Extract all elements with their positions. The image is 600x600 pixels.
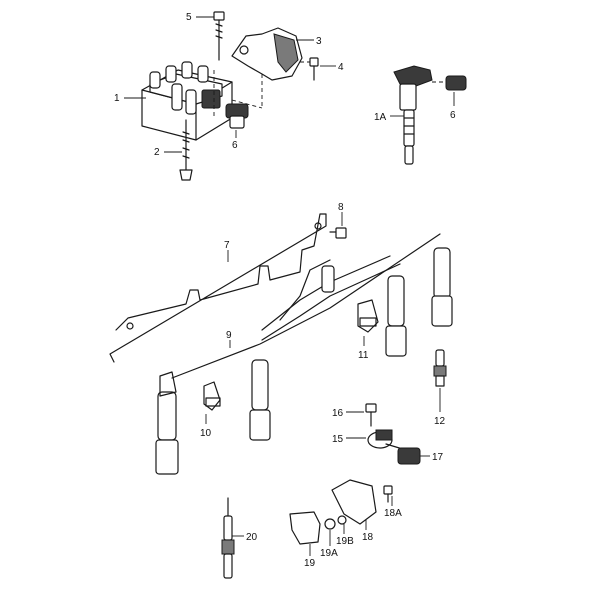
gasket-7 — [109, 213, 327, 363]
bolt-4 — [300, 57, 319, 81]
bolt-5 — [213, 11, 225, 61]
clamp-19 — [289, 511, 321, 545]
connector-17 — [397, 447, 421, 465]
callout-20: 20 — [246, 532, 258, 543]
callout-5: 5 — [186, 12, 192, 23]
callout-3: 3 — [316, 36, 322, 47]
callout-19: 19 — [304, 558, 316, 569]
callout-10: 10 — [200, 428, 212, 439]
bracket-18 — [331, 479, 377, 525]
nut-19B — [337, 515, 347, 525]
spark-plug-12 — [433, 349, 447, 387]
callout-11: 11 — [358, 350, 369, 361]
callout-12: 12 — [434, 416, 446, 427]
bolt-18A — [383, 485, 393, 503]
callout-1: 1 — [114, 93, 120, 104]
bracket-3 — [231, 27, 303, 108]
callout-7: 7 — [224, 240, 230, 251]
callout-1A: 1A — [374, 112, 387, 123]
spark-plug-20 — [221, 497, 235, 579]
callout-16: 16 — [332, 408, 344, 419]
callout-18A: 18A — [384, 508, 402, 519]
callout-15: 15 — [332, 434, 344, 445]
bolt-2 — [179, 119, 193, 181]
cable-holder-11 — [357, 299, 379, 333]
bolt-16 — [365, 403, 377, 427]
leader-lines — [124, 16, 455, 556]
callout-18: 18 — [362, 532, 374, 543]
callout-6-left: 6 — [232, 140, 238, 151]
ignition-coil — [141, 61, 263, 141]
cable-holder-10 — [203, 381, 221, 411]
callout-19B: 19B — [336, 536, 354, 547]
washer-19A — [324, 518, 336, 530]
ignition-cable-set — [155, 233, 453, 475]
callout-8: 8 — [338, 202, 344, 213]
knock-sensor-15 — [367, 429, 407, 451]
callout-2: 2 — [154, 147, 160, 158]
connector-6-left — [225, 103, 249, 129]
callout-6-right: 6 — [450, 110, 456, 121]
callout-9: 9 — [226, 330, 232, 341]
callout-17: 17 — [432, 452, 444, 463]
bolt-8 — [329, 227, 347, 239]
connector-6-right — [432, 75, 467, 91]
callout-19A: 19A — [320, 548, 338, 559]
pencil-ignition-coil — [393, 65, 433, 165]
callout-4: 4 — [338, 62, 344, 73]
